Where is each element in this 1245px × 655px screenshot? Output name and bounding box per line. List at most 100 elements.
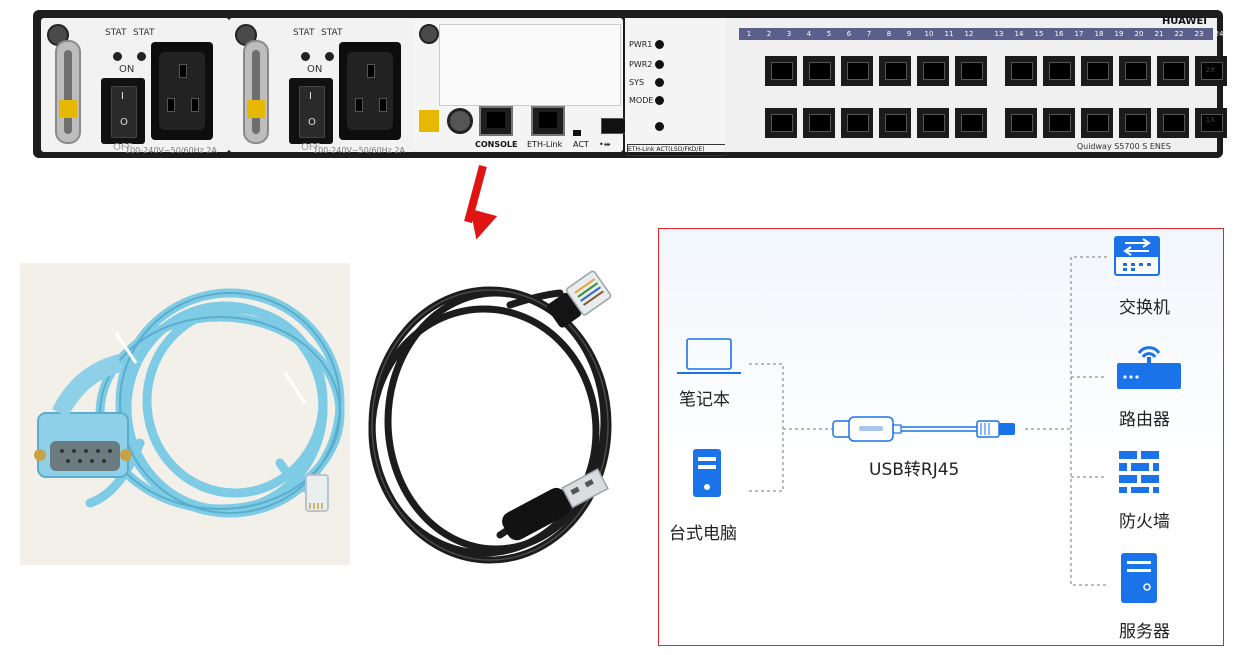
- stat-led: [113, 52, 122, 61]
- ethernet-port[interactable]: [955, 108, 987, 138]
- right-bracket-line: [1070, 256, 1107, 586]
- rocker-button: I O: [111, 86, 137, 138]
- ethernet-port[interactable]: [879, 108, 911, 138]
- port-number: 22: [1174, 30, 1184, 38]
- cable-label: USB转RJ45: [869, 460, 960, 480]
- ethernet-port[interactable]: [1081, 108, 1113, 138]
- port-number: 24: [1214, 30, 1224, 38]
- firewall-icon: [1119, 451, 1159, 493]
- desktop-label: 台式电脑: [669, 524, 737, 544]
- switch-icon: [1114, 236, 1160, 276]
- sys-label: SYS: [629, 78, 645, 87]
- row-label-2x: 2X: [1205, 66, 1215, 74]
- port-hole: [1011, 62, 1033, 80]
- switch-o-label: O: [120, 117, 128, 128]
- power-supply-1: STAT STAT ON I O OFF 100-240V~50/60Hz 2A: [41, 18, 229, 155]
- ethernet-port[interactable]: [765, 108, 797, 138]
- ethernet-port[interactable]: [841, 56, 873, 86]
- power-socket[interactable]: [339, 42, 401, 140]
- ethernet-port[interactable]: [917, 108, 949, 138]
- socket-pin: [191, 98, 199, 112]
- pwr2-led: [655, 60, 664, 69]
- port-hole: [809, 62, 831, 80]
- ethernet-port[interactable]: [1043, 56, 1075, 86]
- port-number: 7: [866, 30, 872, 38]
- port-hole: [885, 114, 907, 132]
- row-label-1x: 1X: [1205, 116, 1215, 124]
- console-port[interactable]: [479, 106, 513, 136]
- ethernet-port[interactable]: [879, 56, 911, 86]
- screw-icon: [419, 24, 439, 44]
- port-hole: [1201, 114, 1223, 132]
- switch-label: 交换机: [1119, 298, 1170, 318]
- ethernet-port[interactable]: [765, 56, 797, 86]
- ethernet-port[interactable]: [917, 56, 949, 86]
- ethernet-ports-section: HUAWEI 1 2 3 4 5 6 7 8 9 10 11 12 13 14 …: [725, 16, 1227, 152]
- ethernet-port[interactable]: [1119, 56, 1151, 86]
- server-label: 服务器: [1119, 622, 1170, 642]
- power-socket[interactable]: [151, 42, 213, 140]
- left-bracket-line: [749, 363, 784, 492]
- ethernet-port[interactable]: [1157, 108, 1189, 138]
- ethernet-port[interactable]: [1005, 56, 1037, 86]
- port-number: 20: [1134, 30, 1144, 38]
- stat-label: STAT: [105, 28, 127, 38]
- port-hole: [771, 62, 793, 80]
- arrow-down-icon: [462, 208, 498, 244]
- psu-handle[interactable]: [55, 40, 81, 144]
- port-hole: [847, 62, 869, 80]
- usb-rj45-cable-icon: [832, 416, 1015, 442]
- switch-i-label: I: [121, 91, 124, 102]
- psu-rating: 100-240V~50/60Hz 2A: [125, 146, 217, 155]
- power-switch[interactable]: I O: [289, 78, 333, 144]
- port-hole: [961, 62, 983, 80]
- cable-loop: [142, 304, 328, 498]
- socket-inner: [347, 52, 393, 130]
- port-hole: [961, 114, 983, 132]
- ethernet-port[interactable]: [1119, 108, 1151, 138]
- ethernet-port[interactable]: [803, 56, 835, 86]
- power-switch[interactable]: I O: [101, 78, 145, 144]
- stat-label: STAT: [293, 28, 315, 38]
- port-hole: [923, 114, 945, 132]
- mode-led: [655, 122, 664, 131]
- ethernet-port[interactable]: [1081, 56, 1113, 86]
- socket-pin: [379, 98, 387, 112]
- ethernet-port[interactable]: [1195, 56, 1227, 86]
- mode-button[interactable]: [655, 96, 664, 105]
- ethernet-port[interactable]: [803, 108, 835, 138]
- stat-label: STAT: [321, 28, 343, 38]
- port-hole: [771, 114, 793, 132]
- port-number: 8: [886, 30, 892, 38]
- on-label: ON: [307, 64, 323, 75]
- diagram-connectors: [677, 236, 1181, 603]
- port-hole: [1049, 114, 1071, 132]
- ethernet-port[interactable]: [841, 108, 873, 138]
- stat-label: STAT: [133, 28, 155, 38]
- firewall-label: 防火墙: [1119, 512, 1170, 532]
- psu-handle[interactable]: [243, 40, 269, 144]
- port-number: 14: [1014, 30, 1024, 38]
- port-number: 12: [964, 30, 974, 38]
- ethernet-port[interactable]: [1005, 108, 1037, 138]
- laptop-icon: [677, 338, 741, 374]
- port-number: 15: [1034, 30, 1044, 38]
- blue-cable-drawing: [34, 288, 345, 518]
- model-label: Quidway S5700 S ENES: [1076, 142, 1171, 151]
- port-number: 16: [1054, 30, 1064, 38]
- label-window: [439, 24, 621, 106]
- port-number: 3: [786, 30, 792, 38]
- usb-connector: [502, 468, 609, 541]
- port-hole: [885, 62, 907, 80]
- ethernet-port[interactable]: [1043, 108, 1075, 138]
- management-section: CONSOLE ETH-Link ACT •⇹: [413, 18, 631, 152]
- ethernet-port[interactable]: [955, 56, 987, 86]
- port-number: 1: [746, 30, 752, 38]
- eth-link-port[interactable]: [531, 106, 565, 136]
- act-label: ACT: [573, 140, 589, 149]
- ethernet-port[interactable]: [1157, 56, 1189, 86]
- port-hole: [923, 62, 945, 80]
- port-hole: [1163, 114, 1185, 132]
- usb-icon: •⇹: [599, 140, 611, 149]
- ethernet-port[interactable]: [1195, 108, 1227, 138]
